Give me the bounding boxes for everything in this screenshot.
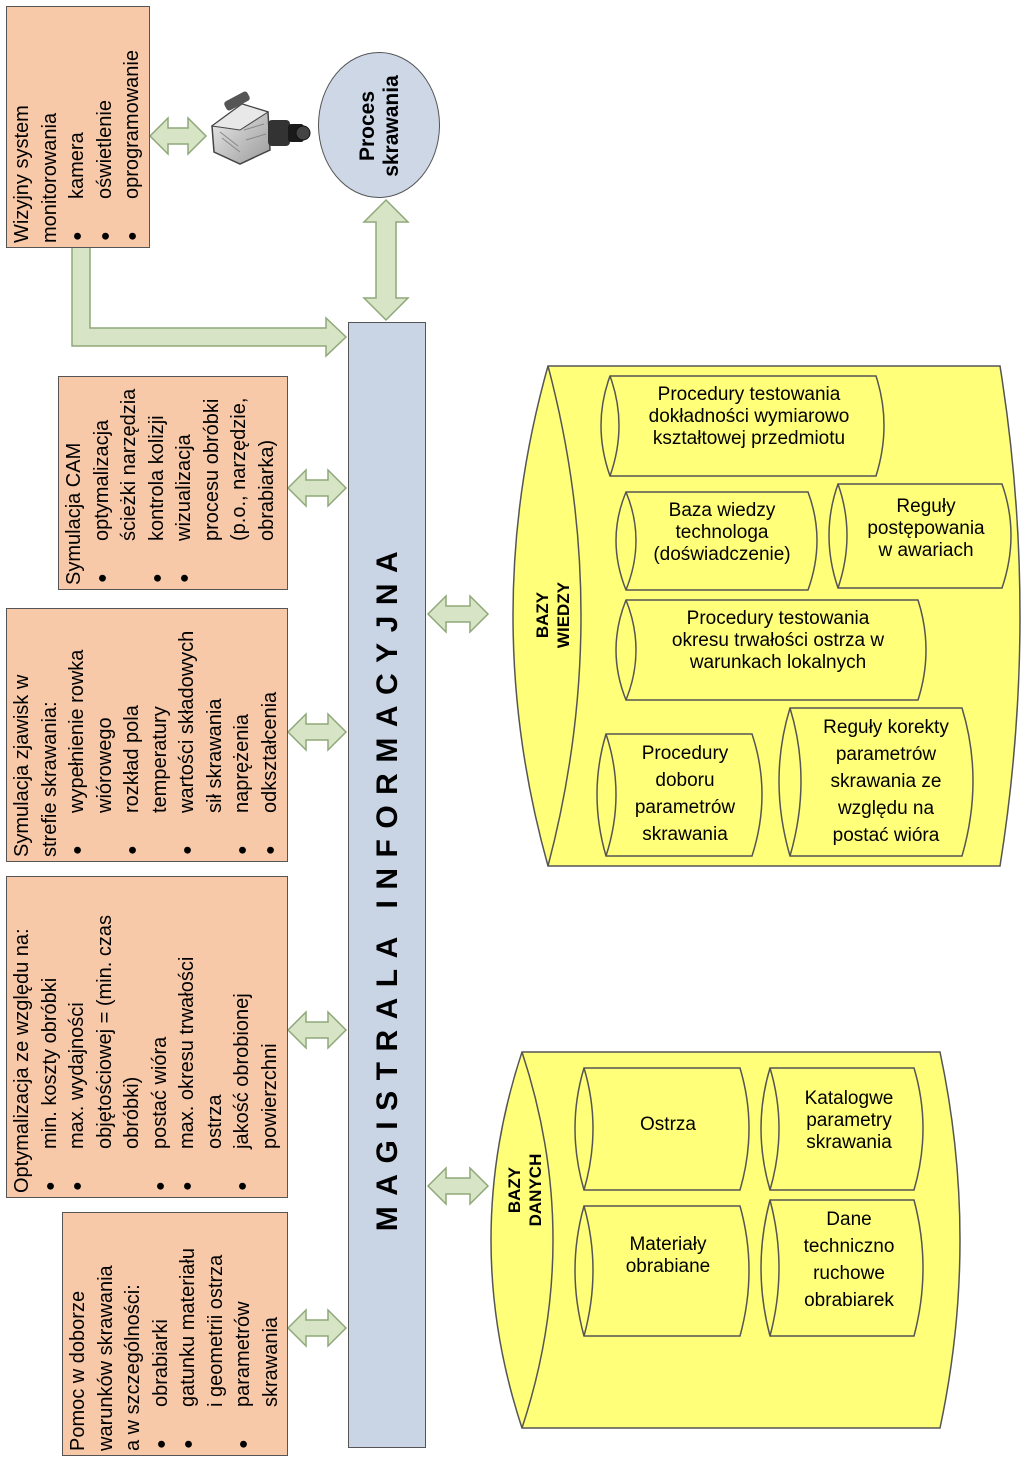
process-line-2: skrawania [380,75,403,177]
cutting-simulation-box: Symulacja zjawisk w strefie skrawania: w… [6,608,288,862]
vision-item: oprogramowanie [119,7,147,243]
cam-item: kontrola kolizji [144,377,172,585]
cyl-k5 [596,733,763,857]
cyl-k2 [615,491,818,591]
arrow-process-bus [362,198,410,322]
vision-item: oświetlenie [92,7,120,243]
selection-help-box: Pomoc w doborze warunków skrawania a w s… [62,1212,288,1456]
help-item: obrabiarki [148,1213,176,1451]
help-title-2: warunków skrawania [94,1265,117,1451]
arrow-vision-camera [148,116,208,156]
process-line-1: Proces [356,90,379,162]
help-title-1: Pomoc w doborze [67,1290,89,1451]
cutting-process-node: Proces skrawania [318,52,440,198]
arrow-bus-knowledge [426,594,490,634]
cyl-d4 [760,1199,924,1337]
vision-title-1: Wizyjny system [11,105,33,243]
arrow-vision-bus [71,245,348,358]
arrow-sim-bus [286,712,348,752]
arrow-help-bus [286,1308,348,1348]
cam-title: Symulacja CAM [63,442,85,585]
bus-label: MAGISTRALA INFORMACYJNA [371,540,404,1232]
camera-icon [210,91,311,165]
opt-item: min. koszty obróbki [37,877,65,1193]
sim-item: odkształcenia [257,609,285,857]
arrow-bus-data [426,1166,490,1206]
sim-title-1: Symulacja zjawisk w [11,674,33,857]
help-title-3: a w szczególności: [122,1284,144,1451]
sim-item: naprężenia [229,609,257,857]
arrow-opt-bus [286,1010,348,1050]
cyl-k4 [615,599,927,701]
cyl-k3 [828,483,1012,589]
sim-title-2: strefie skrawania: [38,701,61,857]
information-bus: MAGISTRALA INFORMACYJNA [348,322,426,1448]
arrow-cam-bus [286,468,348,508]
cyl-k1 [600,375,885,477]
optimization-box: Optymalizacja ze względu na: min. koszty… [6,876,288,1198]
opt-title: Optymalizacja ze względu na: [11,928,33,1193]
vision-system-box: Wizyjny system monitorowania kamera oświ… [6,6,150,248]
cyl-d2 [760,1067,924,1191]
opt-item: postać wióra [147,877,175,1193]
data-item-d1: Ostrza [640,1114,696,1135]
cyl-k6 [778,707,974,857]
cyl-d1 [574,1067,750,1191]
cyl-d3 [574,1205,750,1337]
vision-item: kamera [64,7,92,243]
vision-title-2: monitorowania [38,112,61,243]
